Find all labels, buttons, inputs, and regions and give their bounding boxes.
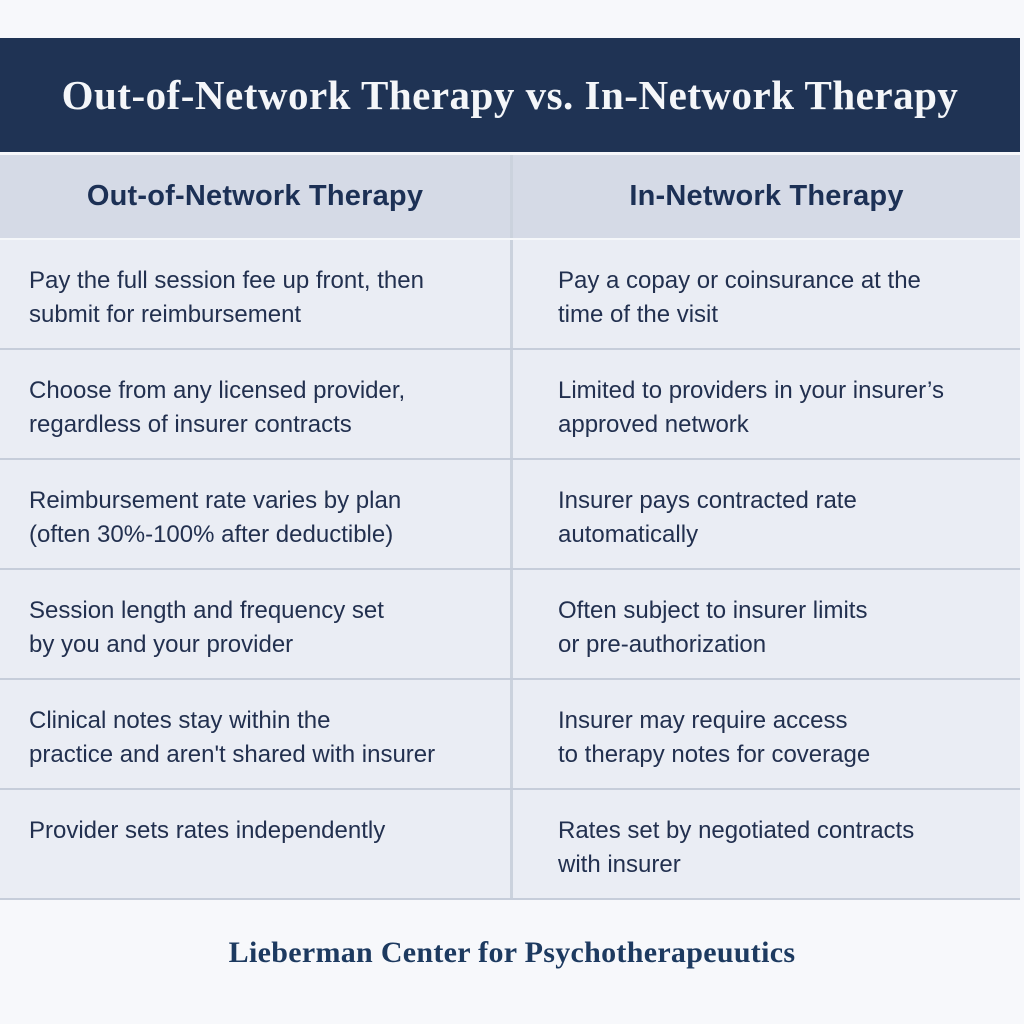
column-header-out-of-network: Out-of-Network Therapy bbox=[86, 180, 424, 212]
title-banner: Out-of-Network Therapy vs. In-Network Th… bbox=[0, 38, 1020, 152]
table-body: Pay the full session fee up front, then … bbox=[0, 238, 1020, 900]
cell-provider-choice-in-network: Limited to providers in your insurer’s a… bbox=[510, 350, 1020, 458]
cell-clinical-notes-in-network: Insurer may require access to therapy no… bbox=[510, 680, 1020, 788]
footer: Lieberman Center for Psychotherapeuutics bbox=[0, 900, 1024, 970]
top-margin-strip bbox=[0, 0, 1024, 38]
table-row: Pay the full session fee up front, then … bbox=[0, 238, 1020, 348]
cell-rates-out-of-network: Provider sets rates independently bbox=[29, 817, 386, 844]
cell-clinical-notes-out-of-network: Clinical notes stay within the practice … bbox=[29, 707, 436, 768]
cell-session-limits-in-network: Often subject to insurer limits or pre-a… bbox=[510, 570, 1020, 678]
cell-provider-choice-out-of-network: Choose from any licensed provider, regar… bbox=[29, 377, 406, 438]
comparison-table: Out-of-Network Therapy In-Network Therap… bbox=[0, 155, 1020, 900]
cell-payment-in-network: Pay a copay or coinsurance at the time o… bbox=[510, 240, 1020, 348]
table-row: Clinical notes stay within the practice … bbox=[0, 678, 1020, 788]
table-header-row: Out-of-Network Therapy In-Network Therap… bbox=[0, 155, 1020, 238]
column-header-in-network: In-Network Therapy bbox=[510, 155, 1020, 238]
cell-reimbursement-in-network: Insurer pays contracted rate automatical… bbox=[510, 460, 1020, 568]
cell-rates-in-network: Rates set by negotiated contracts with i… bbox=[510, 790, 1020, 898]
organization-name: Lieberman Center for Psychotherapeuutics bbox=[228, 936, 796, 969]
cell-reimbursement-out-of-network: Reimbursement rate varies by plan (often… bbox=[29, 487, 402, 548]
page-title: Out-of-Network Therapy vs. In-Network Th… bbox=[61, 72, 959, 118]
cell-session-limits-out-of-network: Session length and frequency set by you … bbox=[29, 597, 384, 658]
cell-payment-out-of-network: Pay the full session fee up front, then … bbox=[29, 267, 424, 328]
table-row: Provider sets rates independently Rates … bbox=[0, 788, 1020, 898]
table-row: Choose from any licensed provider, regar… bbox=[0, 348, 1020, 458]
table-row: Reimbursement rate varies by plan (often… bbox=[0, 458, 1020, 568]
table-row: Session length and frequency set by you … bbox=[0, 568, 1020, 678]
